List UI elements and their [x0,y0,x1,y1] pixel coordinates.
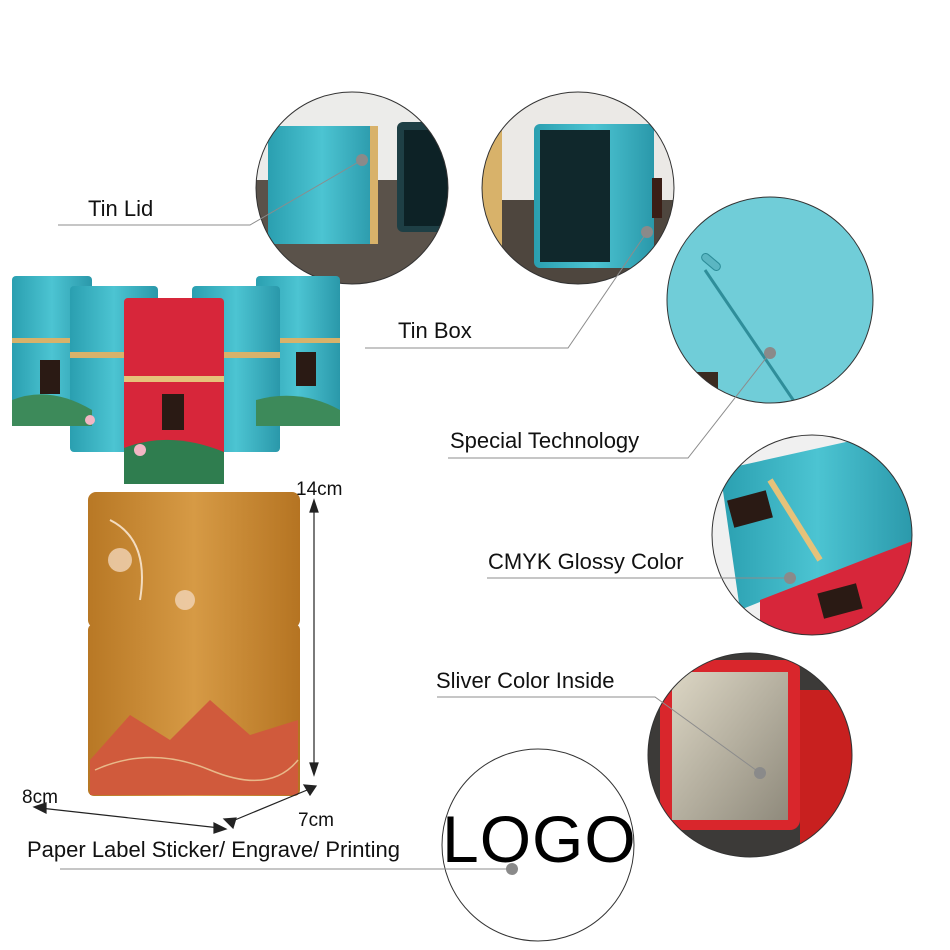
logo-placeholder: LOGO [442,802,637,876]
depth-dimension: 8cm [22,787,58,808]
glossy-closeup [711,434,913,636]
product-group [12,276,340,484]
cmyk-glossy-label: CMYK Glossy Color [488,549,684,574]
texture-closeup [666,196,874,404]
silver-inside-label: Sliver Color Inside [436,668,615,693]
inside-closeup [647,652,853,858]
width-dimension: 7cm [298,810,334,831]
special-technology-label: Special Technology [450,428,640,453]
dimension-arrows [32,498,319,834]
leader-dots [356,154,796,875]
tin-box-closeup [481,91,675,285]
paper-label-label: Paper Label Sticker/ Engrave/ Printing [27,837,400,862]
logo-circle [441,748,635,942]
tin-lid-closeup [255,91,449,285]
leader-lines [58,159,790,870]
tin-lid-label: Tin Lid [88,196,154,221]
tall-gold-tin [88,492,300,796]
tin-box-label: Tin Box [398,318,472,343]
height-dimension: 14cm [296,479,343,500]
